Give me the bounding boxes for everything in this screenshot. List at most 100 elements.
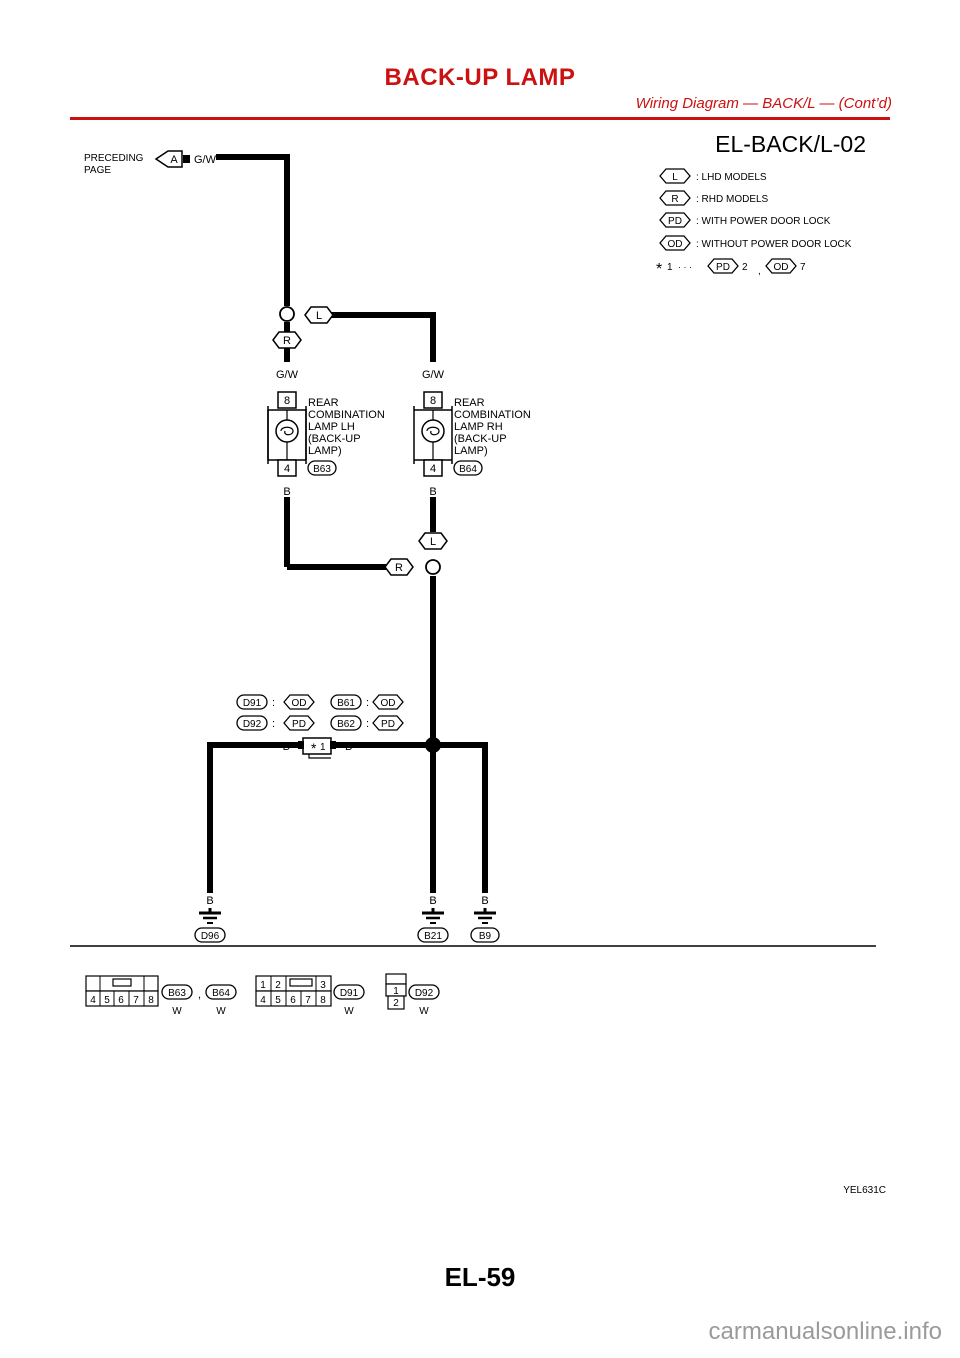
ground-icon (420, 911, 446, 925)
svg-text::: : (366, 718, 369, 730)
svg-text:R: R (671, 194, 678, 205)
svg-text:W: W (419, 1006, 429, 1017)
tag-l-top: L (304, 306, 334, 324)
svg-text:B64: B64 (212, 988, 230, 999)
junction-dot (425, 737, 441, 753)
connector-view-b63-b64: 4 5 6 7 8 B63 , B64 W W (85, 975, 237, 1017)
ground-b9: B9 (470, 908, 500, 943)
svg-text:R: R (395, 562, 403, 574)
diagram-code: EL-BACK/L-02 (715, 131, 866, 157)
svg-text:6: 6 (118, 995, 124, 1006)
svg-text:1: 1 (393, 986, 399, 997)
connector-view-d91: 1 2 3 4 5 6 7 8 D91 W (255, 975, 365, 1017)
legend-pd: PD : WITH POWER DOOR LOCK (659, 212, 831, 228)
svg-text:L: L (672, 172, 678, 183)
ground-icon (197, 911, 223, 925)
svg-text:4: 4 (260, 995, 266, 1006)
svg-text:B63: B63 (168, 988, 186, 999)
svg-text::: : (272, 697, 275, 709)
lamp-rh-connector: B64 (459, 464, 477, 475)
svg-text:,: , (758, 266, 761, 277)
svg-text:PD: PD (668, 216, 682, 227)
svg-text:B: B (345, 741, 352, 753)
svg-text::: : (366, 697, 369, 709)
footer-text: carmanualsonline.info (708, 1318, 942, 1345)
splice-rh (425, 559, 441, 575)
svg-text:OD: OD (774, 262, 789, 273)
ground-d96: D96 (194, 908, 226, 943)
svg-text:W: W (172, 1006, 182, 1017)
svg-text:D92: D92 (415, 988, 434, 999)
svg-text:D91: D91 (243, 698, 262, 709)
wire-color-b-b21: B (429, 895, 436, 907)
svg-text:: RHD MODELS: : RHD MODELS (696, 194, 769, 205)
wire-color-b-d96: B (206, 895, 213, 907)
star-icon: * (311, 740, 317, 756)
wire-color-b-rh: B (429, 486, 436, 498)
svg-text:L: L (316, 310, 322, 322)
wire-color-gw-lh: G/W (276, 369, 299, 381)
svg-text:D92: D92 (243, 719, 262, 730)
preceding-page-label-1: PRECEDING (84, 153, 144, 164)
svg-text:1: 1 (667, 262, 673, 273)
lamp-lh-label-2: COMBINATION (308, 409, 385, 421)
svg-text:1: 1 (260, 980, 266, 991)
wire-color-gw-top: G/W (194, 154, 217, 166)
joint-connector-table: D91 : OD D92 : PD B61 : OD B62 : PD (236, 694, 404, 731)
svg-text:PD: PD (292, 719, 306, 730)
lamp-rh-label-1: REAR (454, 397, 485, 409)
legend-star-note: * 1 · · · PD 2 , OD 7 (656, 258, 806, 278)
svg-text:PD: PD (716, 262, 730, 273)
legend-rhd: R : RHD MODELS (659, 190, 769, 206)
lamp-lh-label-4: (BACK-UP (308, 433, 361, 445)
svg-text:4: 4 (90, 995, 96, 1006)
svg-text::: : (272, 718, 275, 730)
page-subtitle: Wiring Diagram — BACK/L — (Cont’d) (635, 95, 892, 112)
wire-color-b-b9: B (481, 895, 488, 907)
svg-text:· · ·: · · · (678, 262, 692, 272)
bulb-icon (275, 419, 299, 443)
tag-r-top: R (272, 331, 302, 349)
svg-text:8: 8 (148, 995, 154, 1006)
star-connector: B * 1 B (283, 737, 352, 759)
svg-text:2: 2 (393, 998, 399, 1009)
svg-text:OD: OD (668, 239, 683, 250)
svg-text:: WITH POWER DOOR LOCK: : WITH POWER DOOR LOCK (696, 216, 831, 227)
svg-text:OD: OD (292, 698, 307, 709)
svg-text:B21: B21 (424, 931, 442, 942)
tag-r-bottom: R (384, 558, 414, 576)
lamp-lh-label-3: LAMP LH (308, 421, 355, 433)
svg-text:: WITHOUT POWER DOOR LOCK: : WITHOUT POWER DOOR LOCK (696, 239, 852, 250)
svg-text:1: 1 (320, 742, 326, 753)
bulb-icon (421, 419, 445, 443)
svg-text:3: 3 (320, 980, 326, 991)
lamp-lh-pin-top: 8 (284, 395, 290, 407)
svg-text:PD: PD (381, 719, 395, 730)
svg-text:5: 5 (104, 995, 110, 1006)
header-divider (70, 117, 890, 120)
legend-lhd: L : LHD MODELS (659, 168, 767, 184)
ground-icon (472, 911, 498, 925)
lamp-lh-label-1: REAR (308, 397, 339, 409)
page-title: BACK-UP LAMP (384, 64, 576, 91)
svg-text:OD: OD (381, 698, 396, 709)
svg-text:B9: B9 (479, 931, 492, 942)
svg-text:W: W (216, 1006, 226, 1017)
svg-text:2: 2 (742, 262, 748, 273)
wire-color-gw-rh: G/W (422, 369, 445, 381)
svg-text:6: 6 (290, 995, 296, 1006)
wire-color-b-lh: B (283, 486, 290, 498)
svg-text:D91: D91 (340, 988, 359, 999)
svg-text:8: 8 (320, 995, 326, 1006)
wires (207, 154, 488, 893)
svg-text:B: B (283, 741, 290, 753)
page-number: EL-59 (444, 1262, 516, 1292)
svg-text:,: , (198, 989, 201, 1001)
splice-lh (279, 306, 295, 322)
ground-b21: B21 (417, 908, 449, 943)
tag-l-bottom: L (418, 532, 448, 550)
svg-text:D96: D96 (201, 931, 220, 942)
svg-text:W: W (344, 1006, 354, 1017)
lamp-lh-pin-bottom: 4 (284, 463, 290, 475)
